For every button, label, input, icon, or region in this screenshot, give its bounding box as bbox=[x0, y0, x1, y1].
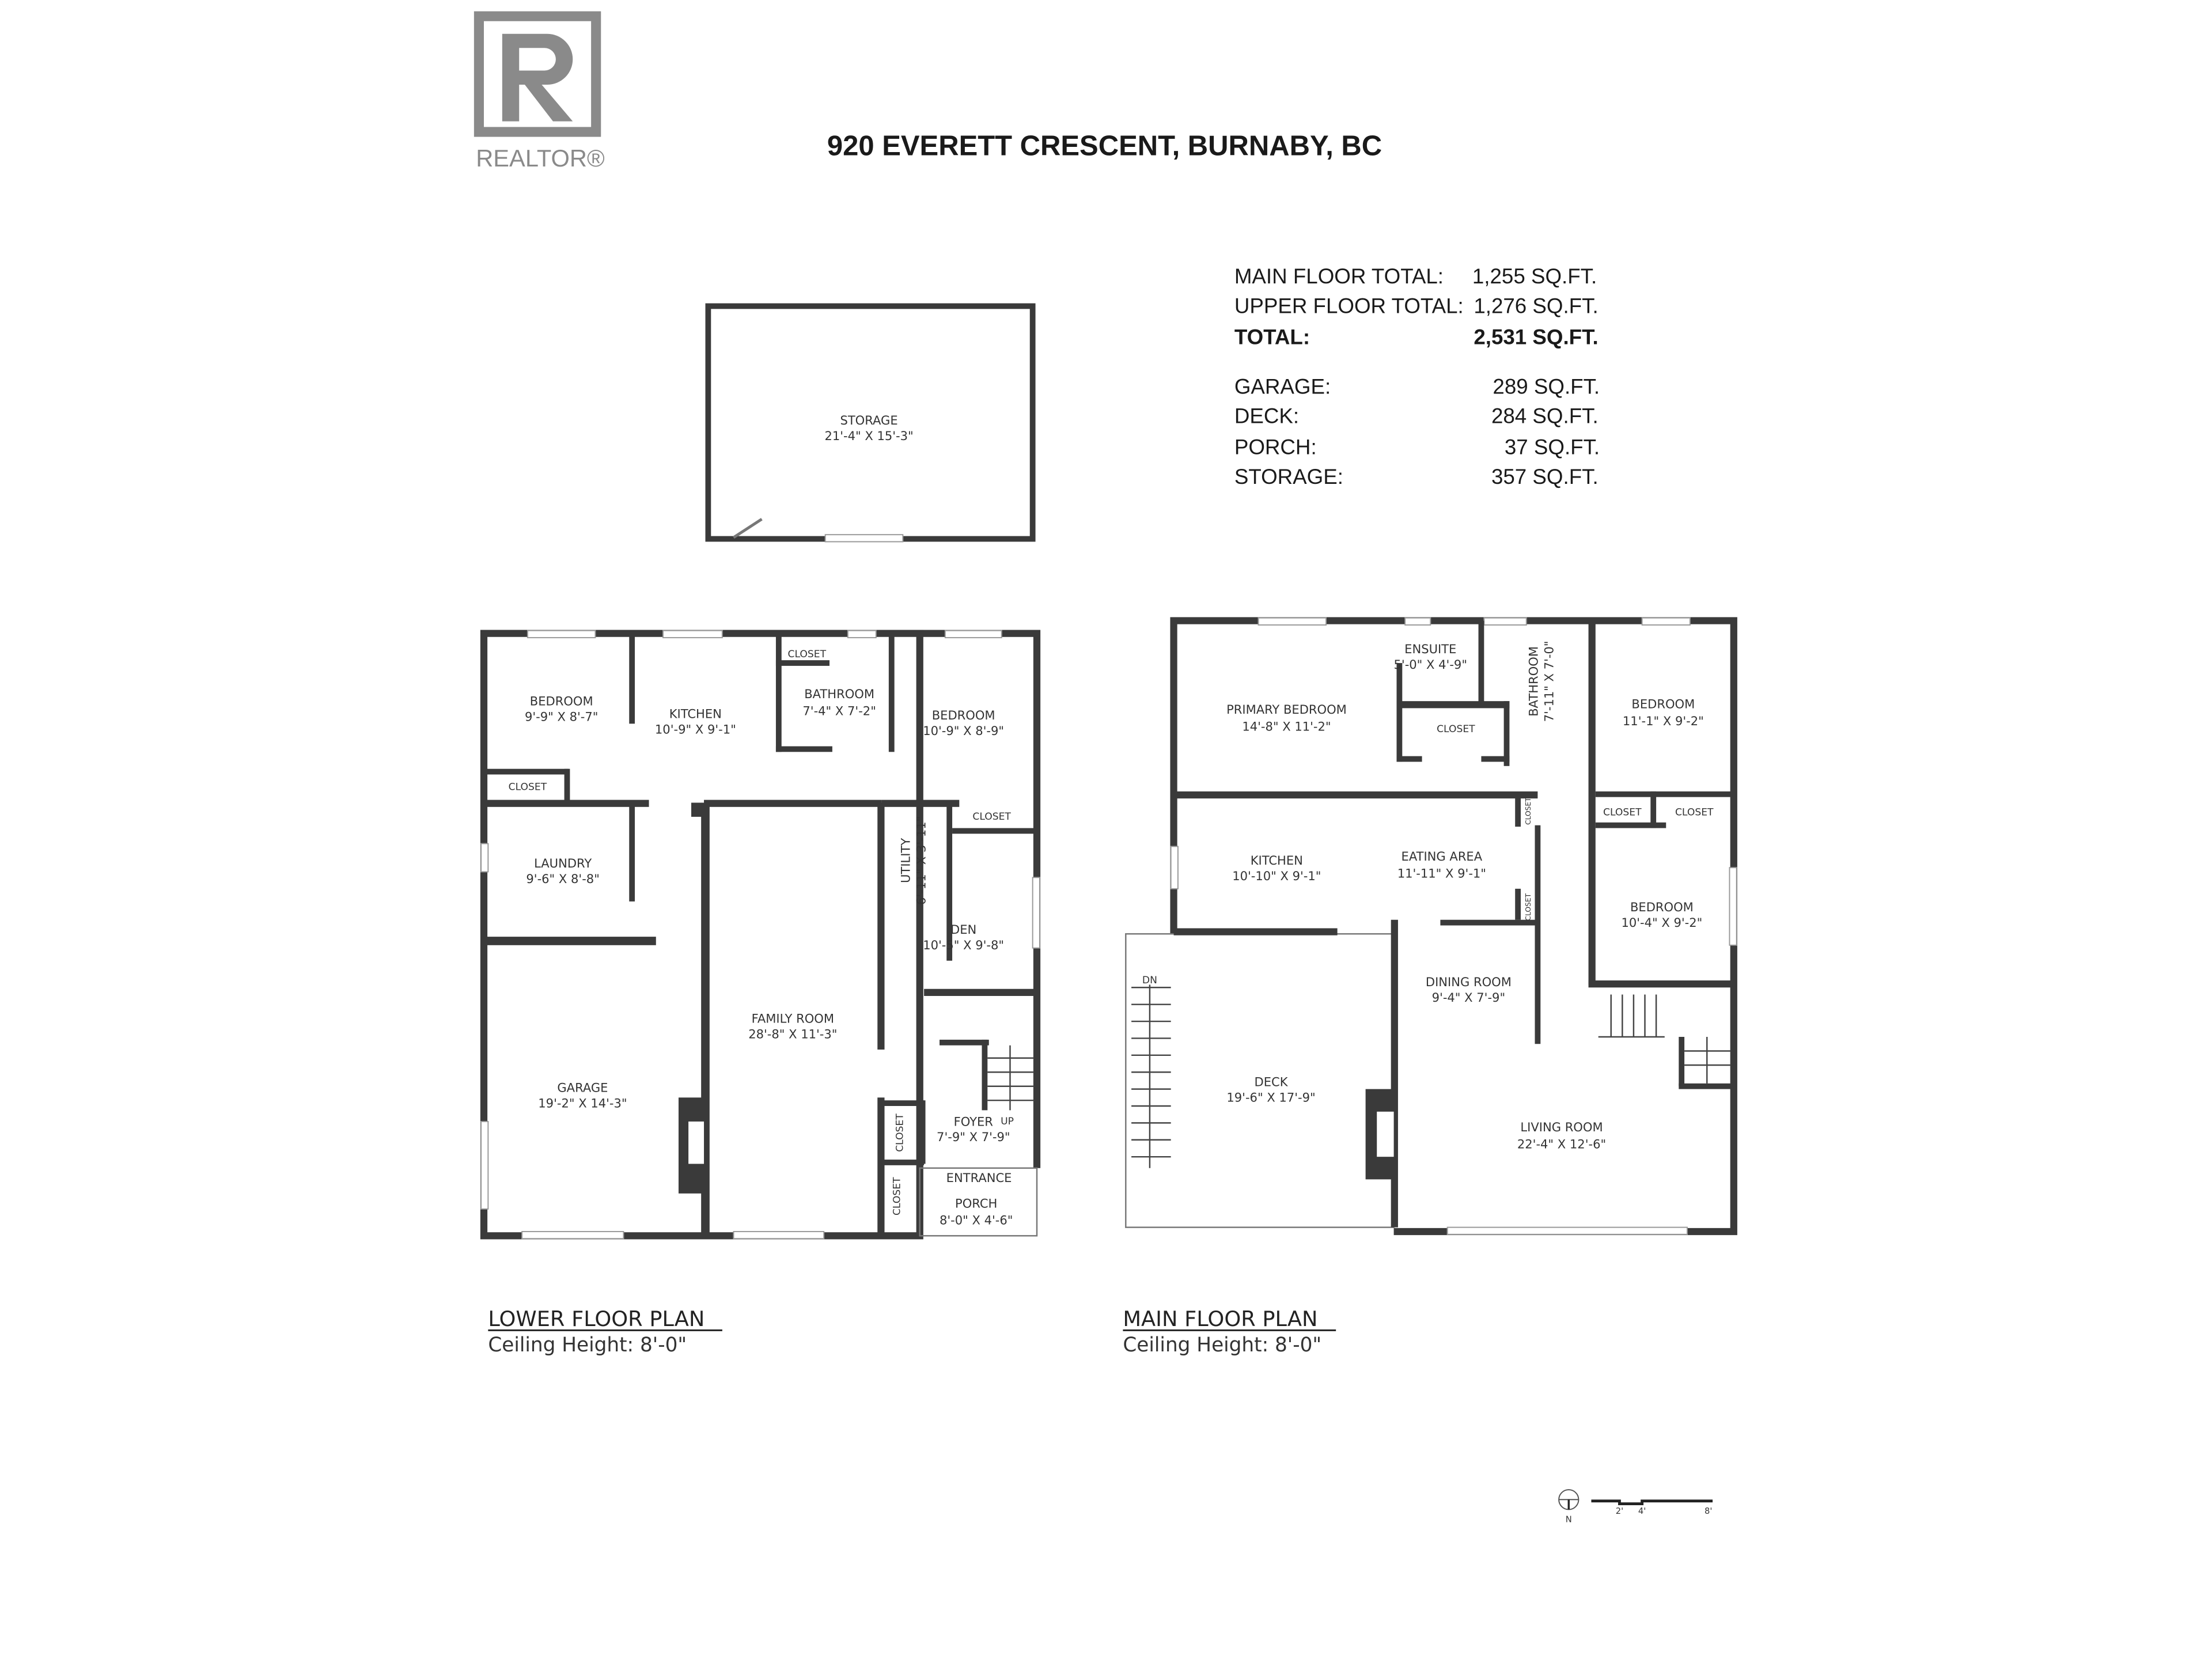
room-name: BEDROOM bbox=[1631, 696, 1695, 711]
room-dims: 22'-4" X 12'-6" bbox=[1517, 1137, 1606, 1151]
room-dims: 21'-4" X 15'-3" bbox=[824, 429, 913, 443]
room-name: CLOSET bbox=[1524, 893, 1532, 921]
logo-text: REALTOR® bbox=[476, 145, 605, 172]
summary-label: STORAGE: bbox=[1234, 465, 1343, 488]
lower-floor-plan: BEDROOM 9'-9" X 8'-7" CLOSET KITCHEN 10'… bbox=[480, 630, 1041, 1240]
summary-value: 37 SQ.FT. bbox=[1505, 435, 1600, 459]
room-name: KITCHEN bbox=[1251, 853, 1303, 868]
room-dims: 8'-0" X 4'-6" bbox=[940, 1213, 1013, 1228]
summary-label: MAIN FLOOR TOTAL: bbox=[1234, 264, 1444, 288]
room-dims: 19'-6" X 17'-9" bbox=[1226, 1090, 1315, 1105]
scale-tick: 2' bbox=[1616, 1506, 1623, 1516]
room-name: BATHROOM bbox=[1526, 646, 1540, 717]
room-dims: 10'-10" X 9'-1" bbox=[1232, 869, 1321, 883]
room-dims: 9'-6" X 8'-8" bbox=[526, 872, 599, 886]
room-name: CLOSET bbox=[1524, 797, 1532, 825]
room-name: DINING ROOM bbox=[1426, 975, 1512, 989]
room-dims: 10'-9" X 9'-1" bbox=[655, 722, 736, 736]
room-name: ENSUITE bbox=[1404, 642, 1456, 656]
summary-value: 1,255 SQ.FT. bbox=[1472, 264, 1597, 288]
room-name: CLOSET bbox=[1675, 807, 1714, 819]
room-name: FAMILY ROOM bbox=[752, 1012, 834, 1026]
main-ceiling-height: Ceiling Height: 8'-0" bbox=[1123, 1334, 1321, 1357]
summary-label: PORCH: bbox=[1234, 435, 1317, 459]
room-name: ENTRANCE bbox=[946, 1171, 1012, 1185]
room-name: DEN bbox=[950, 922, 976, 937]
room-name: KITCHEN bbox=[669, 707, 722, 721]
room-name: STORAGE bbox=[840, 413, 897, 427]
room-name: LIVING ROOM bbox=[1520, 1120, 1603, 1134]
room-dims: 5'-0" X 4'-9" bbox=[1394, 657, 1467, 672]
summary-value: 284 SQ.FT. bbox=[1491, 404, 1599, 428]
main-floor-title: MAIN FLOOR PLAN bbox=[1123, 1306, 1317, 1331]
room-dims: 10'-5" X 9'-8" bbox=[923, 938, 1004, 952]
north-arrow-icon bbox=[1558, 1489, 1580, 1510]
room-name: CLOSET bbox=[1603, 807, 1642, 819]
room-dims: 7'-9" X 7'-9" bbox=[937, 1130, 1010, 1144]
summary-value: 1,276 SQ.FT. bbox=[1474, 294, 1598, 318]
realtor-logo: REALTOR® bbox=[474, 11, 605, 172]
room-dims: 14'-8" X 11'-2" bbox=[1242, 719, 1331, 734]
room-name: CLOSET bbox=[1437, 724, 1475, 735]
area-summary: MAIN FLOOR TOTAL: 1,255 SQ.FT. UPPER FLO… bbox=[1234, 264, 1600, 488]
room-name: PORCH bbox=[955, 1196, 997, 1210]
lower-floor-title: LOWER FLOOR PLAN bbox=[488, 1306, 704, 1331]
room-dims: 28'-8" X 11'-3" bbox=[748, 1027, 837, 1041]
summary-label: DECK: bbox=[1234, 404, 1299, 428]
room-name: CLOSET bbox=[509, 781, 547, 793]
stair-label: UP bbox=[1001, 1116, 1014, 1127]
room-name: UTILITY bbox=[899, 838, 913, 883]
room-name: LAUNDRY bbox=[534, 856, 592, 870]
room-dims: 19'-2" X 14'-3" bbox=[538, 1096, 627, 1110]
room-name: CLOSET bbox=[891, 1177, 903, 1215]
room-dims: 10'-9" X 8'-9" bbox=[923, 724, 1004, 738]
room-name: CLOSET bbox=[972, 811, 1011, 823]
room-dims: 9'-4" X 7'-9" bbox=[1432, 990, 1505, 1005]
summary-value: 357 SQ.FT. bbox=[1491, 465, 1599, 488]
room-dims: 7'-11" X 7'-0" bbox=[1541, 641, 1556, 722]
summary-label: UPPER FLOOR TOTAL: bbox=[1234, 294, 1464, 318]
room-name: DECK bbox=[1255, 1075, 1289, 1089]
room-name: BEDROOM bbox=[932, 708, 995, 722]
room-dims: 9'-9" X 8'-7" bbox=[525, 709, 598, 724]
scale-bar: N 2' 4' 8' bbox=[1558, 1489, 1713, 1524]
room-name: BEDROOM bbox=[1630, 900, 1694, 914]
room-name: BEDROOM bbox=[530, 694, 593, 708]
room-dims: 10'-4" X 9'-2" bbox=[1621, 915, 1702, 930]
scale-tick: 8' bbox=[1705, 1506, 1712, 1516]
scale-tick: 4' bbox=[1638, 1506, 1646, 1516]
summary-value: 289 SQ.FT. bbox=[1493, 374, 1600, 398]
room-name: CLOSET bbox=[788, 649, 827, 660]
room-name: EATING AREA bbox=[1402, 849, 1483, 863]
summary-label: GARAGE: bbox=[1234, 374, 1331, 398]
north-label: N bbox=[1566, 1514, 1572, 1524]
room-name: BATHROOM bbox=[804, 687, 874, 701]
storage-plan: STORAGE 21'-4" X 15'-3" bbox=[705, 303, 1036, 543]
stair-label: DN bbox=[1142, 975, 1157, 986]
main-floor-plan: DN PRIMARY BEDROOM 14'-8" X 11'-2" ENSUI… bbox=[1125, 617, 1737, 1236]
summary-value: 2,531 SQ.FT. bbox=[1474, 325, 1598, 349]
room-dims: 11'-1" X 9'-2" bbox=[1623, 714, 1704, 728]
room-name: GARAGE bbox=[557, 1081, 608, 1095]
room-dims: 7'-4" X 7'-2" bbox=[802, 704, 876, 718]
room-name: PRIMARY BEDROOM bbox=[1226, 702, 1347, 717]
page-title: 920 EVERETT CRESCENT, BURNABY, BC bbox=[827, 130, 1382, 161]
lower-ceiling-height: Ceiling Height: 8'-0" bbox=[488, 1334, 687, 1357]
room-name: FOYER bbox=[954, 1114, 994, 1128]
room-dims: 6'-11" X 3'-11" bbox=[914, 816, 929, 905]
room-dims: 11'-11" X 9'-1" bbox=[1397, 866, 1486, 880]
room-name: CLOSET bbox=[894, 1113, 906, 1152]
summary-label: TOTAL: bbox=[1234, 325, 1310, 349]
